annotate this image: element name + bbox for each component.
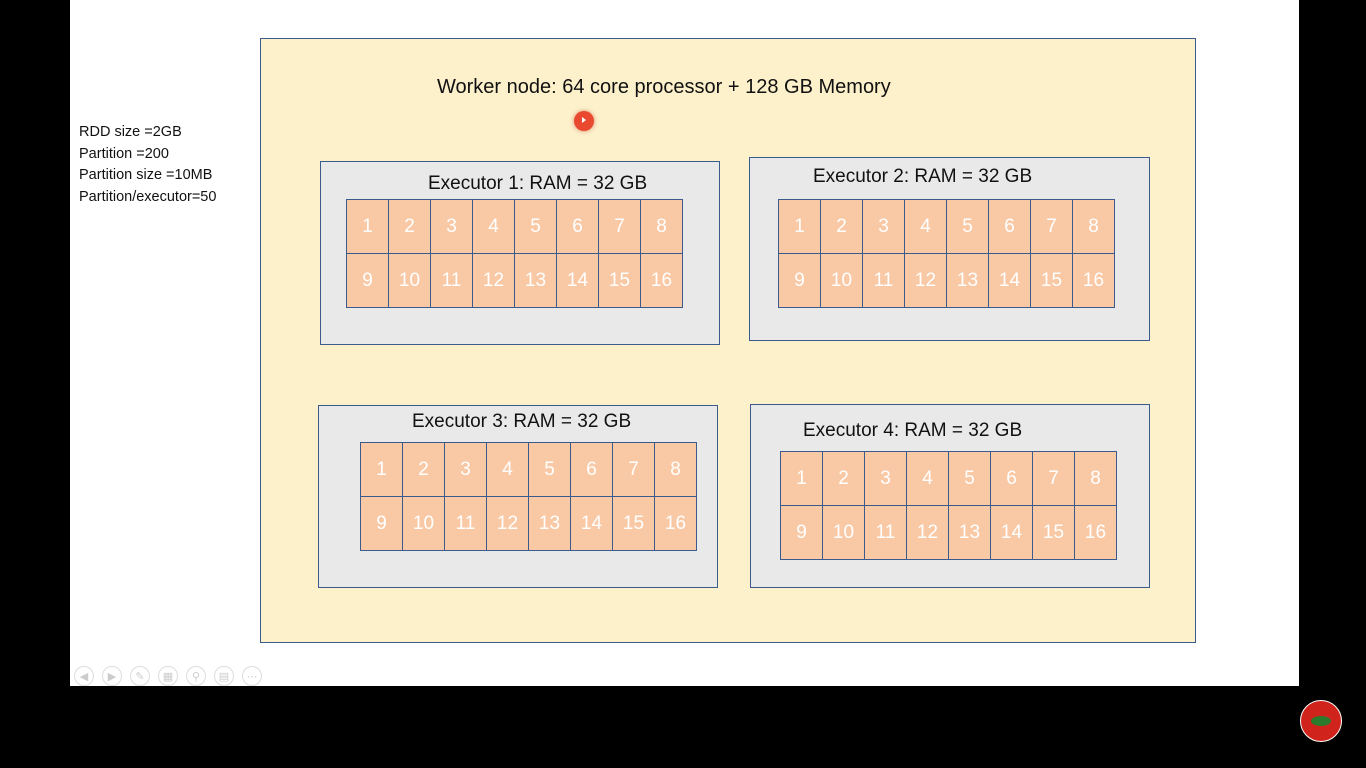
zoom-icon[interactable]: ⚲ <box>186 666 206 686</box>
core-cell: 16 <box>1075 506 1117 560</box>
core-cell: 16 <box>1073 254 1115 308</box>
executor-3-title: Executor 3: RAM = 32 GB <box>412 411 632 432</box>
core-cell: 9 <box>361 497 403 551</box>
core-cell: 1 <box>361 443 403 497</box>
core-cell: 4 <box>907 452 949 506</box>
core-cell: 6 <box>991 452 1033 506</box>
core-cell: 2 <box>389 200 431 254</box>
core-cell: 16 <box>655 497 697 551</box>
core-cell: 16 <box>641 254 683 308</box>
next-icon[interactable]: ▶ <box>102 666 122 686</box>
core-cell: 5 <box>529 443 571 497</box>
core-cell: 10 <box>821 254 863 308</box>
core-cell: 7 <box>599 200 641 254</box>
core-cell: 2 <box>823 452 865 506</box>
worker-node-title: Worker node: 64 core processor + 128 GB … <box>437 76 891 98</box>
core-cell: 7 <box>1033 452 1075 506</box>
executor-1-title: Executor 1: RAM = 32 GB <box>428 173 648 194</box>
core-cell: 5 <box>947 200 989 254</box>
core-cell: 8 <box>1075 452 1117 506</box>
core-cell: 3 <box>445 443 487 497</box>
core-cell: 9 <box>347 254 389 308</box>
core-cell: 13 <box>529 497 571 551</box>
note-partition-per-executor: Partition/executor=50 <box>79 188 217 205</box>
core-cell: 12 <box>473 254 515 308</box>
core-cell: 15 <box>599 254 641 308</box>
core-cell: 5 <box>515 200 557 254</box>
core-cell: 10 <box>389 254 431 308</box>
core-cell: 10 <box>403 497 445 551</box>
core-cell: 4 <box>473 200 515 254</box>
slideshow-toolbar: ◀ ▶ ✎ ▦ ⚲ ▤ ⋯ <box>74 666 262 686</box>
core-cell: 6 <box>989 200 1031 254</box>
executor-4-title: Executor 4: RAM = 32 GB <box>803 420 1023 441</box>
core-cell: 8 <box>655 443 697 497</box>
previous-icon[interactable]: ◀ <box>74 666 94 686</box>
core-cell: 13 <box>947 254 989 308</box>
core-cell: 3 <box>863 200 905 254</box>
core-cell: 15 <box>613 497 655 551</box>
core-cell: 12 <box>487 497 529 551</box>
core-cell: 9 <box>781 506 823 560</box>
core-cell: 13 <box>949 506 991 560</box>
core-cell: 7 <box>613 443 655 497</box>
core-cell: 11 <box>863 254 905 308</box>
core-cell: 12 <box>907 506 949 560</box>
core-cell: 3 <box>431 200 473 254</box>
channel-logo <box>1300 700 1342 742</box>
note-rdd-size: RDD size =2GB <box>79 124 182 140</box>
core-cell: 14 <box>991 506 1033 560</box>
core-cell: 2 <box>821 200 863 254</box>
core-cell: 9 <box>779 254 821 308</box>
core-cell: 1 <box>781 452 823 506</box>
core-cell: 4 <box>487 443 529 497</box>
note-partition-count: Partition =200 <box>79 145 169 162</box>
core-cell: 14 <box>557 254 599 308</box>
laser-pointer-cursor <box>574 111 594 131</box>
core-cell: 8 <box>1073 200 1115 254</box>
core-cell: 1 <box>779 200 821 254</box>
executor-2-title: Executor 2: RAM = 32 GB <box>813 166 1033 187</box>
core-cell: 15 <box>1031 254 1073 308</box>
core-cell: 12 <box>905 254 947 308</box>
core-cell: 15 <box>1033 506 1075 560</box>
core-cell: 4 <box>905 200 947 254</box>
core-cell: 14 <box>989 254 1031 308</box>
pen-icon[interactable]: ✎ <box>130 666 150 686</box>
core-cell: 11 <box>431 254 473 308</box>
core-cell: 11 <box>445 497 487 551</box>
slides-icon[interactable]: ▦ <box>158 666 178 686</box>
more-icon[interactable]: ⋯ <box>242 666 262 686</box>
core-cell: 8 <box>641 200 683 254</box>
core-cell: 13 <box>515 254 557 308</box>
core-cell: 1 <box>347 200 389 254</box>
core-cell: 5 <box>949 452 991 506</box>
rdd-notes: RDD size =2GB Partition =200 Partition s… <box>79 122 216 208</box>
core-cell: 14 <box>571 497 613 551</box>
core-cell: 6 <box>557 200 599 254</box>
core-cell: 2 <box>403 443 445 497</box>
note-partition-size: Partition size =10MB <box>79 167 213 183</box>
core-cell: 3 <box>865 452 907 506</box>
core-cell: 6 <box>571 443 613 497</box>
core-cell: 7 <box>1031 200 1073 254</box>
core-cell: 10 <box>823 506 865 560</box>
core-cell: 11 <box>865 506 907 560</box>
subtitles-icon[interactable]: ▤ <box>214 666 234 686</box>
